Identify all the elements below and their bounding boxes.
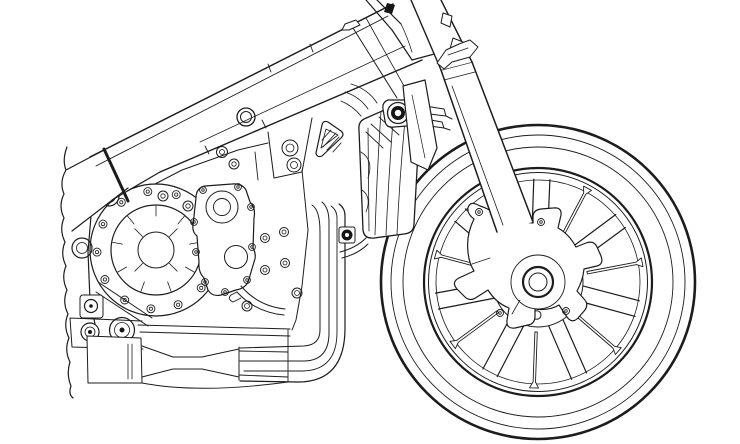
bolt — [229, 159, 239, 169]
bolt — [261, 234, 270, 243]
wheel-spoke — [549, 320, 587, 380]
wheel-rib — [450, 311, 499, 349]
front-fork-slider — [441, 62, 533, 232]
wheel-rib — [575, 314, 621, 355]
engine-hose — [229, 286, 285, 315]
bolt — [72, 238, 92, 258]
bolt — [261, 266, 270, 275]
bolt — [282, 140, 298, 156]
bolt — [242, 301, 252, 311]
frame-gusset-vent — [316, 121, 343, 156]
oil-pan — [87, 325, 290, 388]
bolt — [281, 259, 290, 268]
wheel-rib — [560, 186, 591, 238]
bolt — [280, 228, 289, 237]
wheel-spoke — [579, 286, 640, 317]
wheel-rib — [530, 332, 539, 388]
bolt — [287, 158, 301, 172]
front-axle-nut — [523, 267, 553, 297]
